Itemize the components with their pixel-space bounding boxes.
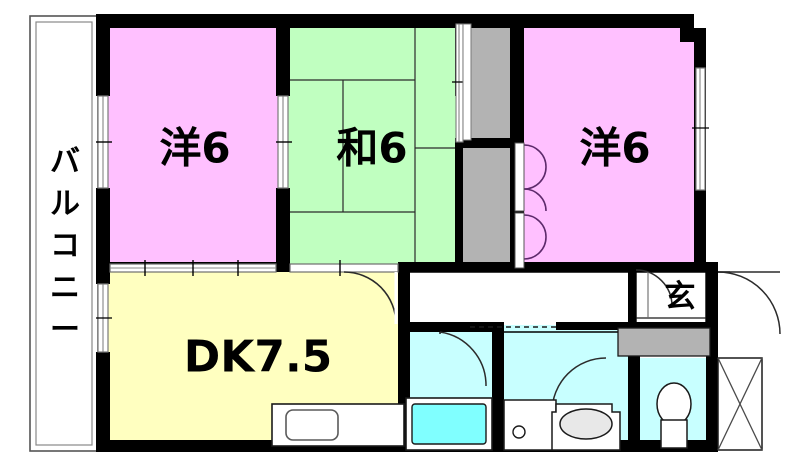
win-balcony-left — [96, 95, 112, 189]
thin-outlines — [403, 270, 730, 333]
shoe-box — [617, 327, 711, 357]
win-balcony-dk — [96, 283, 112, 353]
room-label-dk: DK7.5 — [184, 332, 333, 383]
room-fill-washitsu — [282, 22, 460, 268]
room-label-genkan: 玄 — [665, 279, 696, 315]
balcony-char-1: ル — [50, 187, 80, 222]
balcony-char-3: ニ — [50, 271, 80, 306]
balcony-char-0: バ — [50, 145, 80, 180]
balcony-area — [29, 15, 99, 452]
room-label-yoshitsu-left: 洋6 — [159, 124, 230, 173]
closet-folding-door-upper — [523, 144, 547, 212]
balcony-char-4: ー — [50, 313, 80, 348]
doors — [343, 144, 781, 413]
genkan-inner-door — [635, 269, 673, 307]
wash-basin — [503, 399, 557, 451]
kitchen-sink — [271, 403, 405, 447]
toilet — [656, 382, 692, 449]
dk-sliding-partition — [109, 260, 399, 276]
lavatory-sink — [551, 403, 621, 451]
dk-hall-door — [343, 271, 398, 325]
storage-closet — [717, 357, 763, 451]
closet-door-slots — [462, 23, 525, 269]
balcony-label: バ ル コ ニ ー — [50, 145, 80, 348]
room-fill-yoshitsu-right — [524, 22, 700, 268]
win-balcony-mid — [276, 95, 292, 189]
tatami-mat-lines — [282, 22, 460, 268]
genkan-step — [636, 272, 706, 319]
windows — [96, 23, 709, 353]
room-label-washitsu: 和6 — [336, 124, 407, 173]
balcony-char-2: コ — [50, 229, 80, 264]
closet-folding-door-lower — [523, 214, 547, 260]
room-label-yoshitsu-right: 洋6 — [579, 124, 650, 173]
win-right-room — [692, 67, 709, 191]
entrance-door — [717, 271, 781, 335]
bathtub — [405, 397, 493, 451]
room-fill-yoshitsu-left — [104, 22, 282, 268]
bathroom-door — [439, 331, 487, 387]
